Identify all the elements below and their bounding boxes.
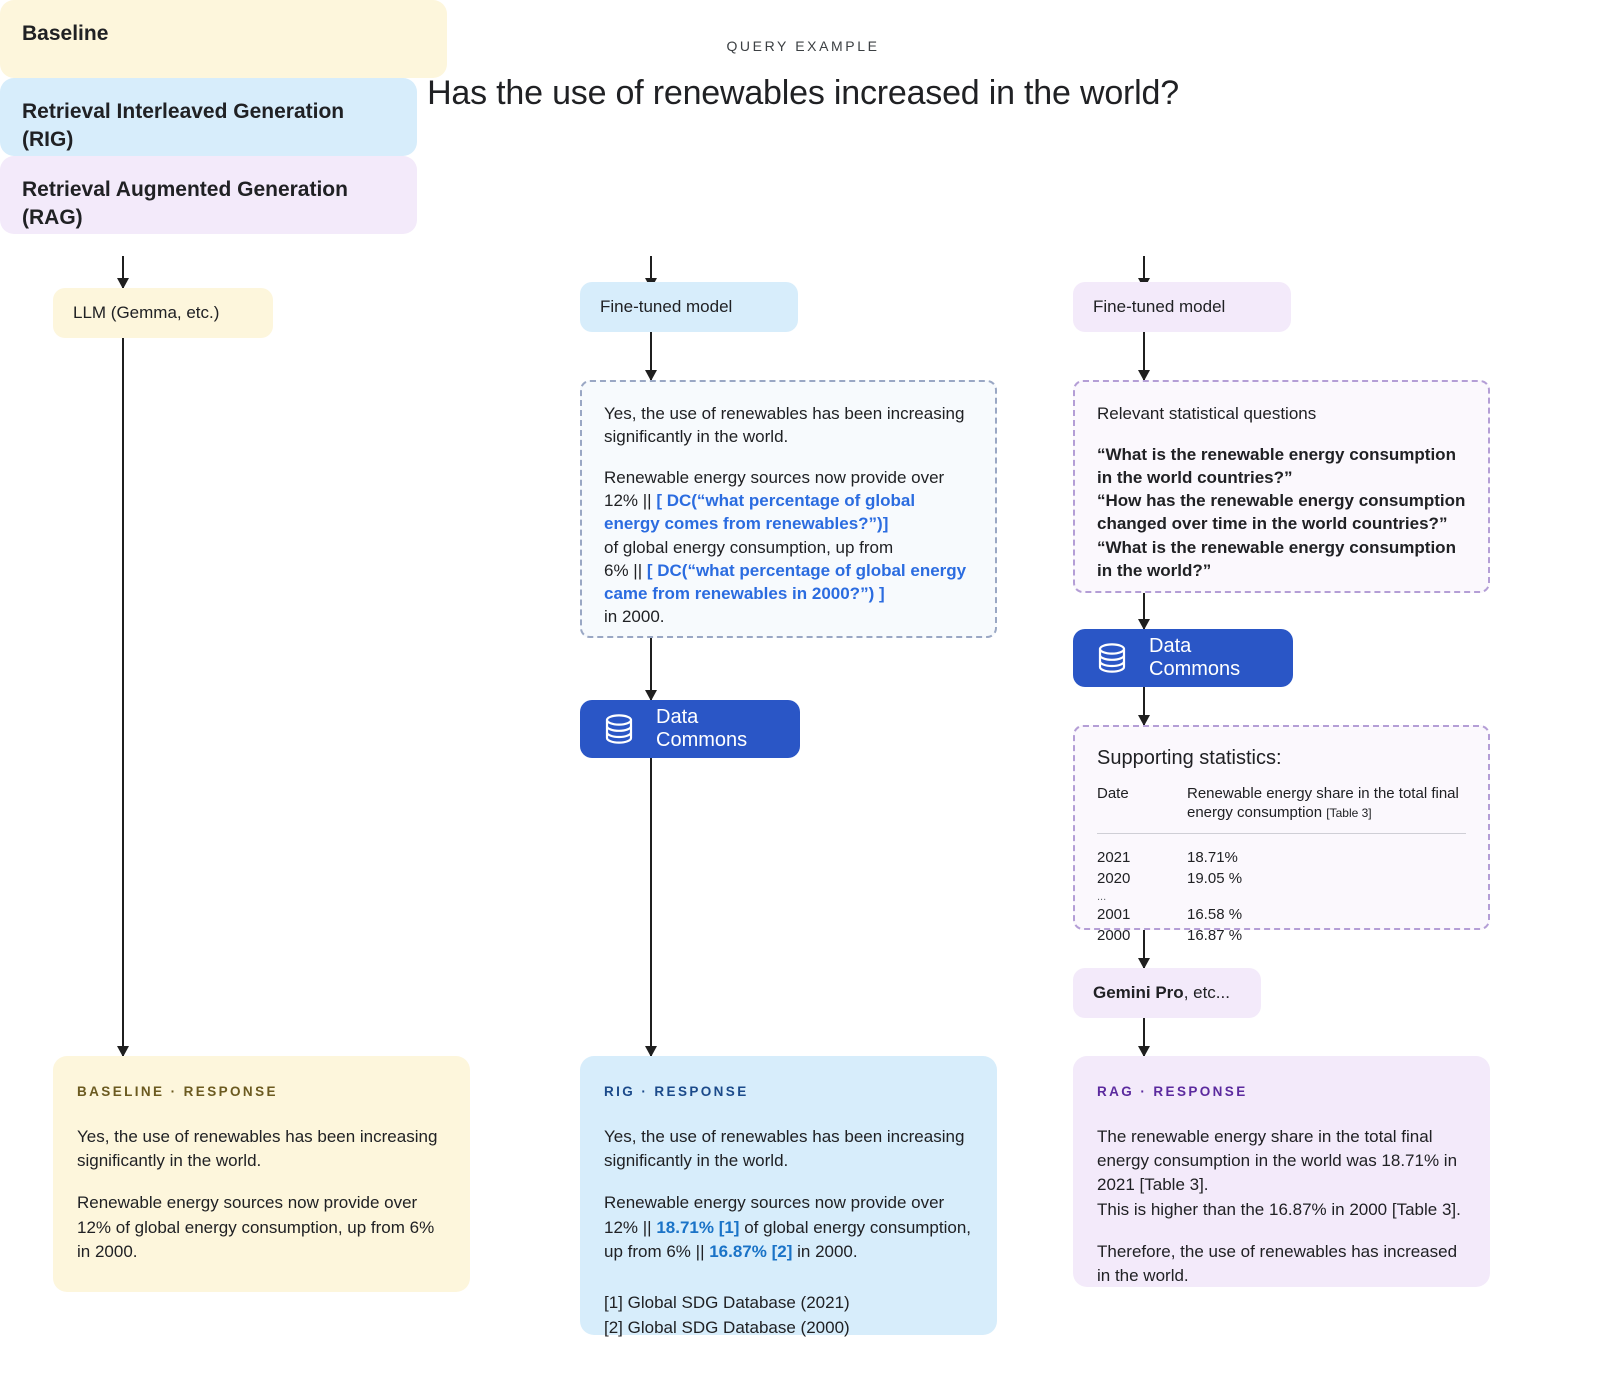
table-row: 2021 18.71% — [1097, 847, 1466, 868]
cell-value: 18.71% — [1187, 849, 1238, 867]
table-row — [1097, 833, 1466, 847]
rig-reference-2: [2] Global SDG Database (2000) — [604, 1318, 850, 1338]
rag-gemini-tail: , etc... — [1183, 983, 1230, 1002]
table-row-ellipsis: ... — [1097, 889, 1466, 905]
rag-data-commons-label: Data Commons — [1149, 635, 1241, 680]
rig-response-references: [1] Global SDG Database (2021) [2] Globa… — [604, 1290, 973, 1341]
rag-header-box: Retrieval Augmented Generation (RAG) — [0, 156, 417, 234]
rag-supporting-stats-box: Supporting statistics: Date Renewable en… — [1073, 725, 1490, 944]
database-icon — [604, 713, 634, 745]
column-header-share: Renewable energy share in the total fina… — [1187, 784, 1466, 834]
rig-model-box: Fine-tuned model — [580, 282, 798, 332]
table-row: 2000 16.87 % — [1097, 925, 1466, 946]
rag-response-paragraph-2: Therefore, the use of renewables has inc… — [1097, 1241, 1458, 1285]
rig-header-label: Retrieval Interleaved Generation (RIG) — [22, 100, 345, 151]
rag-response-p1-line1: The renewable energy share in the total … — [1097, 1127, 1458, 1195]
baseline-header-box: Baseline — [0, 0, 447, 78]
baseline-llm-box: LLM (Gemma, etc.) — [53, 288, 273, 338]
rig-response-label: RIG · RESPONSE — [604, 1084, 749, 1099]
database-icon — [1097, 642, 1127, 674]
table-header-row: Date Renewable energy share in the total… — [1097, 784, 1466, 834]
rig-draft-line1: Renewable energy sources now provide ove… — [604, 468, 945, 488]
baseline-response-paragraph-1: Yes, the use of renewables has been incr… — [77, 1127, 438, 1171]
column-header-date: Date — [1097, 784, 1187, 834]
arrow-rag-header-to-model — [1143, 256, 1145, 288]
rag-header-label: Retrieval Augmented Generation (RAG) — [22, 178, 348, 229]
cell-value: 16.58 % — [1187, 906, 1243, 924]
rag-gemini-label: Gemini Pro — [1093, 983, 1184, 1002]
rig-data-commons-button[interactable]: Data Commons — [580, 700, 800, 758]
baseline-response-card: BASELINE · RESPONSE Yes, the use of rene… — [53, 1056, 470, 1292]
rag-questions-box: Relevant statistical questions “What is … — [1073, 380, 1490, 593]
rag-supporting-title: Supporting statistics: — [1097, 747, 1282, 769]
table-row: 2001 16.58 % — [1097, 904, 1466, 925]
rag-question-2: “How has the renewable energy consumptio… — [1097, 491, 1466, 534]
cell-date: 2020 — [1097, 869, 1131, 887]
baseline-response-label: BASELINE · RESPONSE — [77, 1084, 278, 1099]
rig-model-label: Fine-tuned model — [600, 297, 733, 316]
rig-data-commons-label: Data Commons — [656, 706, 748, 751]
baseline-llm-label: LLM (Gemma, etc.) — [73, 303, 220, 322]
supporting-stats-table: Date Renewable energy share in the total… — [1097, 784, 1466, 946]
rag-question-1: “What is the renewable energy consumptio… — [1097, 445, 1456, 488]
rig-draft-line3: of global energy consumption, up from — [604, 537, 894, 557]
table-row: 2020 19.05 % — [1097, 868, 1466, 889]
rag-model-label: Fine-tuned model — [1093, 297, 1226, 316]
baseline-response-paragraph-2: Renewable energy sources now provide ove… — [77, 1193, 435, 1261]
rig-response-stat-1: 18.71% [1] — [656, 1217, 740, 1237]
rag-gemini-box: Gemini Pro, etc... — [1073, 968, 1261, 1018]
page-title: Has the use of renewables increased in t… — [427, 74, 1179, 112]
rig-response-paragraph-2: Renewable energy sources now provide ove… — [604, 1191, 973, 1263]
arrow-rig-data-commons-to-response — [650, 758, 652, 1056]
rig-draft-paragraph-2: Renewable energy sources now provide ove… — [604, 466, 973, 628]
rig-response-card: RIG · RESPONSE Yes, the use of renewable… — [580, 1056, 997, 1337]
rig-response-p2-c: in 2000. — [792, 1241, 858, 1261]
arrow-rag-model-to-questions — [1143, 332, 1145, 380]
rig-reference-1: [1] Global SDG Database (2021) — [604, 1292, 850, 1312]
cell-value: 16.87 % — [1187, 926, 1243, 944]
rig-dc-call-2: [ DC(“what percentage of global energy c… — [604, 560, 967, 603]
column-header-share-text: Renewable energy share in the total fina… — [1187, 785, 1459, 822]
cell-date: 2021 — [1097, 849, 1131, 867]
arrow-rag-gemini-to-response — [1143, 1018, 1145, 1056]
arrow-rig-draft-to-data-commons — [650, 638, 652, 700]
rag-response-paragraph-1: The renewable energy share in the total … — [1097, 1125, 1466, 1222]
rag-data-commons-button[interactable]: Data Commons — [1073, 629, 1293, 687]
arrow-baseline-llm-to-response — [122, 338, 124, 1056]
eyebrow-label: QUERY EXAMPLE — [726, 38, 880, 54]
arrow-rag-stats-to-gemini — [1143, 930, 1145, 968]
rag-model-box: Fine-tuned model — [1073, 282, 1291, 332]
arrow-rag-questions-to-data-commons — [1143, 593, 1145, 629]
rig-draft-line5: in 2000. — [604, 606, 665, 626]
arrow-rag-data-commons-to-stats — [1143, 687, 1145, 725]
arrow-rig-model-to-draft — [650, 332, 652, 380]
rig-draft-line2-prefix: 12% || — [604, 491, 657, 511]
rag-response-card: RAG · RESPONSE The renewable energy shar… — [1073, 1056, 1490, 1287]
cell-ellipsis: ... — [1097, 890, 1107, 903]
rig-dc-call-1: [ DC(“what percentage of global energy c… — [604, 491, 916, 534]
rig-response-p2-b: of global energy consumption, up from 6%… — [604, 1217, 972, 1261]
baseline-header-label: Baseline — [22, 22, 109, 45]
arrow-rig-header-to-model — [650, 256, 652, 288]
cell-value: 19.05 % — [1187, 869, 1243, 887]
column-header-share-ref: [Table 3] — [1326, 806, 1372, 821]
rig-draft-line4-prefix: 6% || — [604, 560, 647, 580]
cell-date: 2000 — [1097, 926, 1131, 944]
rag-question-3: “What is the renewable energy consumptio… — [1097, 537, 1456, 580]
arrow-baseline-header-to-llm — [122, 256, 124, 288]
rig-header-box: Retrieval Interleaved Generation (RIG) — [0, 78, 417, 156]
rig-response-stat-2: 16.87% [2] — [709, 1241, 793, 1261]
rag-response-label: RAG · RESPONSE — [1097, 1084, 1248, 1099]
rag-questions-title: Relevant statistical questions — [1097, 404, 1317, 423]
cell-date: 2001 — [1097, 906, 1131, 924]
rig-draft-box: Yes, the use of renewables has been incr… — [580, 380, 997, 638]
rag-response-p1-line2: This is higher than the 16.87% in 2000 [… — [1097, 1199, 1461, 1219]
rig-response-p2-a: Renewable energy sources now provide ove… — [604, 1193, 945, 1237]
rig-draft-paragraph-1: Yes, the use of renewables has been incr… — [604, 404, 965, 447]
rig-response-paragraph-1: Yes, the use of renewables has been incr… — [604, 1127, 965, 1171]
